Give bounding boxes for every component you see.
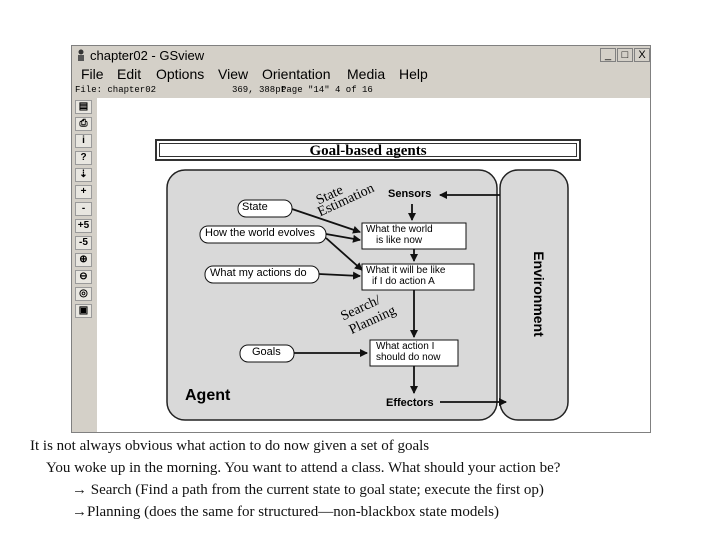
next-page-button[interactable]: + [75, 185, 92, 199]
goto-icon[interactable]: ⇣ [75, 168, 92, 182]
action-now-box [369, 339, 459, 367]
magnify-icon[interactable]: ◎ [75, 287, 92, 301]
zoom-in-icon[interactable]: ⊕ [75, 253, 92, 267]
maximize-button[interactable]: □ [617, 48, 633, 62]
actions-arrow [318, 271, 361, 280]
action-now-label-1: What action I [376, 341, 435, 352]
world-now-label-2: is like now [376, 235, 423, 246]
slide-line-3: → Search (Find a path from the current s… [72, 482, 544, 499]
slide-line-3-text: Search (Find a path from the current sta… [90, 482, 544, 498]
title-bar: chapter02 - GSview _ □ X [72, 46, 650, 65]
arrow-icon: → [72, 482, 87, 498]
slide-line-2: You woke up in the morning. You want to … [46, 460, 561, 476]
effectors-label: Effectors [386, 397, 434, 409]
minimize-button[interactable]: _ [600, 48, 616, 62]
close-button[interactable]: X [634, 48, 650, 62]
menu-media[interactable]: Media [347, 66, 386, 82]
back-5-button[interactable]: -5 [75, 236, 92, 250]
zoom-out-icon[interactable]: ⊖ [75, 270, 92, 284]
world-now-box [361, 222, 467, 250]
state-arrow [291, 208, 361, 234]
open-icon[interactable]: ▤ [75, 100, 92, 114]
world-if-label-1: What it will be like [366, 265, 446, 276]
state-label: State [242, 201, 268, 213]
slide-line-4: →Planning (does the same for structured—… [72, 504, 499, 521]
evolves-to-if-arrow [325, 237, 363, 271]
environment-panel [499, 169, 569, 421]
menu-help[interactable]: Help [399, 66, 428, 82]
menu-file[interactable]: File [81, 66, 104, 82]
prev-page-button[interactable]: - [75, 202, 92, 216]
menu-edit[interactable]: Edit [117, 66, 142, 82]
toolbar: ▤ ⎙ i ? ⇣ + - +5 -5 ⊕ ⊖ ◎ ▣ [72, 98, 97, 432]
what-actions-do-label: What my actions do [210, 267, 307, 279]
status-bar: File: chapter02 369, 388pt Page "14" 4 o… [72, 85, 650, 98]
world-if-label-2: if I do action A [372, 276, 435, 287]
window-title: chapter02 - GSview [90, 48, 205, 63]
evolves-arrow [325, 233, 361, 243]
slide-line-4-text: Planning (does the same for structured—n… [87, 504, 499, 520]
slide-line-1: It is not always obvious what action to … [30, 438, 430, 454]
diagram-title: Goal-based agents [159, 143, 577, 159]
agent-label: Agent [185, 387, 231, 404]
sensors-label: Sensors [388, 188, 432, 200]
action-now-label-2: should do now [376, 352, 441, 363]
arrow-icon: → [72, 504, 87, 520]
how-world-evolves-label: How the world evolves [205, 227, 316, 239]
menu-options[interactable]: Options [156, 66, 205, 82]
world-if-box [361, 263, 475, 291]
info-icon[interactable]: i [75, 134, 92, 148]
goals-label: Goals [252, 346, 281, 358]
print-icon[interactable]: ⎙ [75, 117, 92, 131]
status-file: File: chapter02 [75, 85, 157, 95]
help-icon[interactable]: ? [75, 151, 92, 165]
gsview-app-icon [78, 49, 84, 61]
menu-bar: File Edit Options View Orientation Media… [72, 65, 650, 85]
state-box [237, 199, 293, 218]
fit-icon[interactable]: ▣ [75, 304, 92, 318]
status-page: Page "14" 4 of 16 [281, 85, 373, 95]
menu-orientation[interactable]: Orientation [262, 66, 331, 82]
environment-label: Environment [531, 251, 547, 337]
forward-5-button[interactable]: +5 [75, 219, 92, 233]
status-coords: 369, 388pt [232, 85, 287, 95]
diagram-title-box: Goal-based agents [155, 139, 581, 161]
menu-view[interactable]: View [218, 66, 249, 82]
world-now-label-1: What the world [366, 224, 433, 235]
